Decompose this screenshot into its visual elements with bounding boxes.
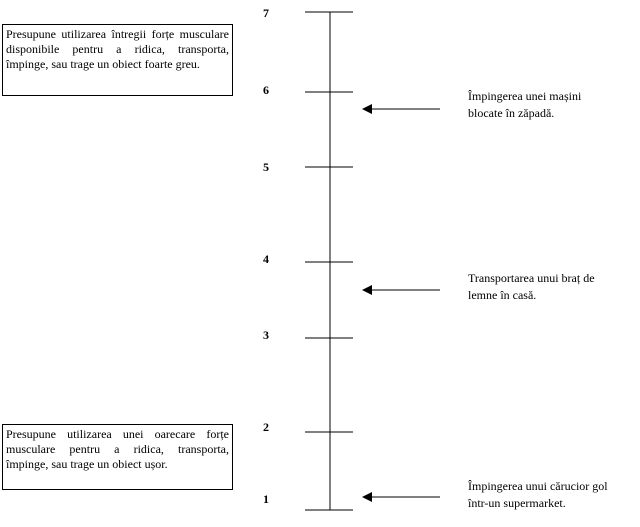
scale-label-3: 3 xyxy=(263,328,269,342)
description-box-bottom: Presupune utilizarea unei oarecare forțe… xyxy=(2,424,233,490)
description-box-top: Presupune utilizarea întregii forțe musc… xyxy=(2,24,233,96)
scale-label-6: 6 xyxy=(263,83,269,97)
scale-label-4: 4 xyxy=(263,252,269,266)
arrow-icon xyxy=(362,104,440,114)
scale-label-5: 5 xyxy=(263,160,269,174)
scale-label-1: 1 xyxy=(263,492,269,506)
arrow-icon xyxy=(362,492,440,502)
example-6: Împingerea unei mașini blocate în zăpadă… xyxy=(468,88,638,122)
arrow-icon xyxy=(362,285,440,295)
example-line: Împingerea unui cărucior gol xyxy=(468,479,608,493)
example-line: Transportarea unui braț de xyxy=(468,271,595,285)
scale-label-7: 7 xyxy=(263,6,269,20)
example-line: lemne în casă. xyxy=(468,288,537,302)
example-line: într-un supermarket. xyxy=(468,496,566,510)
scale-label-2: 2 xyxy=(263,420,269,434)
example-line: blocate în zăpadă. xyxy=(468,106,555,120)
example-1: Împingerea unui cărucior gol într-un sup… xyxy=(468,478,638,512)
example-4: Transportarea unui braț de lemne în casă… xyxy=(468,270,638,304)
example-line: Împingerea unei mașini xyxy=(468,89,582,103)
